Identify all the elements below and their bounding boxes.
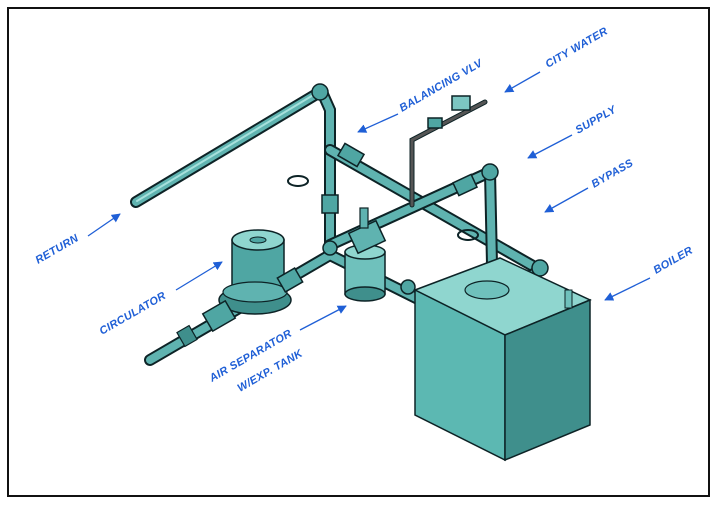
label-return: RETURN (34, 232, 82, 267)
boiler-unit (413, 257, 592, 462)
flow-check-valve (287, 175, 339, 214)
city-water-line (409, 99, 488, 208)
city-water-valve (427, 95, 471, 129)
supply-header-pipe (324, 144, 546, 276)
label-arrows (87, 71, 651, 331)
riser-pipe-left (316, 86, 336, 251)
label-boiler: BOILER (652, 245, 696, 277)
bypass-valve (451, 173, 479, 241)
air-separator-tank (344, 207, 387, 302)
label-city-water: CITY WATER (544, 25, 610, 70)
label-supply: SUPPLY (574, 103, 620, 137)
return-pipe (130, 86, 326, 208)
elbow-fittings (311, 83, 549, 295)
balancing-valve (336, 142, 366, 168)
label-bypass: BYPASS (590, 157, 636, 191)
circulator-pump (176, 229, 304, 348)
label-circulator: CIRCULATOR (98, 290, 169, 338)
